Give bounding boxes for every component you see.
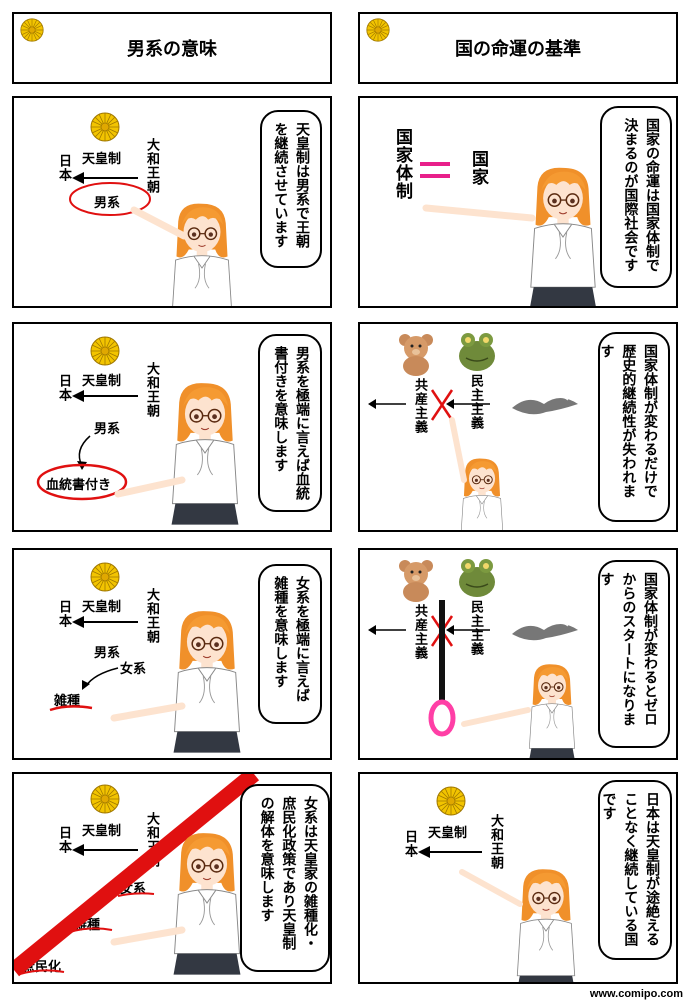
speech-bubble: 国家体制が変わるだけで歴史的継続性が失われます <box>598 332 670 522</box>
header-left-title: 男系の意味 <box>127 39 217 60</box>
pointing-arm <box>130 206 188 240</box>
speech-bubble: 日本は天皇制が途絶えることなく継続している国です <box>598 780 672 960</box>
nihon-label: 日本 <box>56 826 71 854</box>
diagram-arrows <box>368 389 490 421</box>
diagram-arrows <box>418 846 482 858</box>
danke-label: 男系 <box>94 422 121 437</box>
tenno-label: 天皇制 <box>82 600 122 615</box>
pointing-arm <box>110 702 186 722</box>
diagram-arrows <box>36 390 138 501</box>
panel-left-1: 天皇制 大和王朝 日本 男系 天皇制は男系で王朝を継続させています <box>12 96 332 308</box>
yamato-label: 大和王朝 <box>488 814 503 870</box>
nihon-label: 日本 <box>402 830 417 858</box>
kyosan-label: 共産主義 <box>412 378 427 434</box>
kettosho-label: 血統書付き <box>46 478 112 493</box>
speech-bubble: 女系を極端に言えば雑種を意味します <box>258 564 322 724</box>
yamato-label: 大和王朝 <box>144 362 159 418</box>
kokka-taisei-label: 国家体制 <box>392 128 412 200</box>
danke-label: 男系 <box>94 646 121 661</box>
chrysanthemum-seal-icon <box>366 18 390 42</box>
eagle-icon <box>512 396 578 415</box>
diagram-arrows <box>49 616 138 712</box>
panel-right-4: 天皇制 大和王朝 日本 日本は天皇制が途絶えることなく継続している国です <box>358 772 678 984</box>
speech-bubble: 天皇制は男系で王朝を継続させています <box>260 110 322 268</box>
eagle-icon <box>512 622 578 641</box>
diagram-arrows <box>14 774 260 977</box>
minshu-label: 民主主義 <box>468 374 483 430</box>
tenno-label: 天皇制 <box>428 826 468 841</box>
kyosan-label: 共産主義 <box>412 604 427 660</box>
pointing-arm <box>110 926 186 946</box>
pointing-arm <box>422 204 536 222</box>
tenno-label: 天皇制 <box>82 152 122 167</box>
frog-icon <box>459 559 495 597</box>
panel-left-3: 天皇制 大和王朝 日本 男系 女系 雑種 女系を極端に言えば雑種を意味します <box>12 548 332 760</box>
tenno-label: 天皇制 <box>82 374 122 389</box>
panel-left-4: 天皇制 大和王朝 日本 女系 雑種 庶民化 女系は天皇家の雑種化・庶民化政策であ… <box>12 772 332 984</box>
speech-bubble: 男系を極端に言えば血統書付きを意味します <box>258 334 322 512</box>
pointing-arm <box>461 707 531 727</box>
frog-icon <box>459 333 495 371</box>
nihon-label: 日本 <box>56 374 71 402</box>
credit-text: www.comipo.com <box>589 988 683 1000</box>
header-right: 国の命運の基準 <box>358 12 678 84</box>
speech-bubble: 女系は天皇家の雑種化・庶民化政策であり天皇制の解体を意味します <box>240 784 330 972</box>
yamato-label: 大和王朝 <box>144 138 159 194</box>
diagram-arrows <box>69 172 151 216</box>
pointing-arm <box>449 417 467 483</box>
speech-bubble: 国家の命運は国家体制で決まるのが国際社会です <box>600 106 672 288</box>
teddy-bear-icon <box>399 560 433 602</box>
panel-right-2: 共産主義 民主主義 国家体制が変わるだけで歴史的継続性が失われます <box>358 322 678 532</box>
chrysanthemum-seal-icon <box>20 18 44 42</box>
speech-bubble: 国家体制が変わるとゼロからのスタートになります <box>598 560 670 748</box>
yamato-label: 大和王朝 <box>144 588 159 644</box>
teddy-bear-icon <box>399 334 433 376</box>
nihon-label: 日本 <box>56 154 71 182</box>
pointing-arm <box>114 476 186 498</box>
panel-left-2: 天皇制 大和王朝 日本 男系 血統書付き 男系を極端に言えば血統書付きを意味しま… <box>12 322 332 532</box>
minshu-label: 民主主義 <box>468 600 483 656</box>
panel-right-3: 共産主義 民主主義 国家体制が変わるとゼロからのスタートになります <box>358 548 678 760</box>
joke-label: 女系 <box>120 662 147 677</box>
kokka-label: 国家 <box>468 150 488 186</box>
diagram-arrows <box>368 600 490 737</box>
danke-label: 男系 <box>94 196 121 211</box>
header-left: 男系の意味 <box>12 12 332 84</box>
equal-sign <box>420 162 450 178</box>
header-right-title: 国の命運の基準 <box>455 39 581 60</box>
nihon-label: 日本 <box>56 600 71 628</box>
panel-right-1: 国家体制 国家 国家の命運は国家体制で決まるのが国際社会です <box>358 96 678 308</box>
tenno-label: 天皇制 <box>82 824 122 839</box>
pointing-arm <box>459 869 523 907</box>
